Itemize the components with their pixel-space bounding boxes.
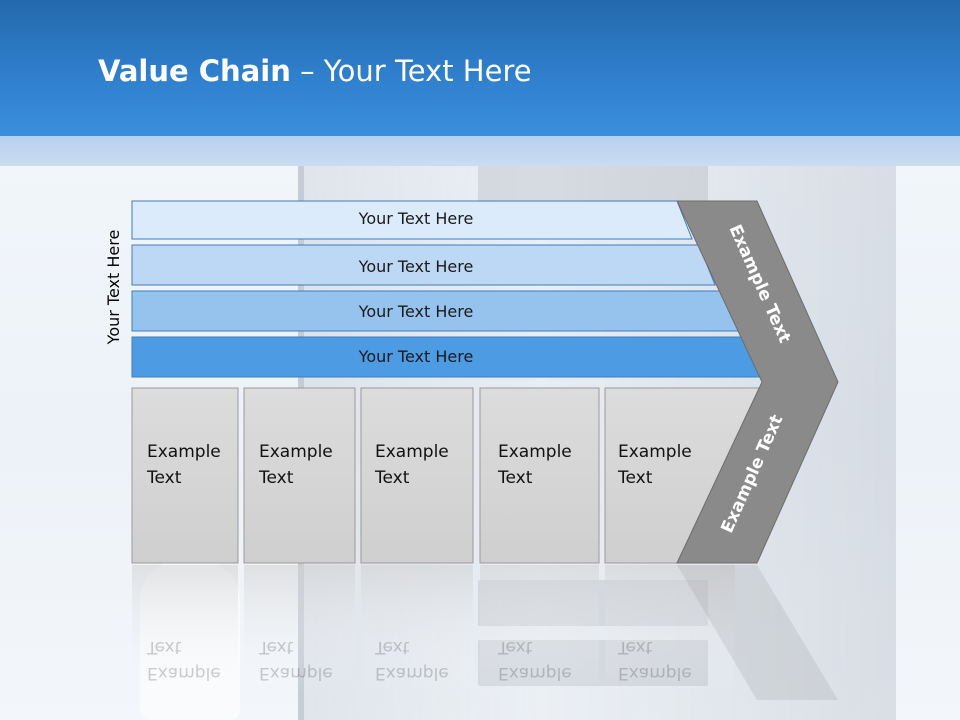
column-4-label-reflection: Example Text [498,637,572,683]
chevron-arrow [676,200,839,564]
column-1 [131,387,239,564]
column-1-label-reflection: Example Text [147,637,221,683]
column-3-label-reflection: Example Text [375,637,449,683]
column-4 [479,387,600,564]
columns-reflection [132,565,735,695]
column-2 [243,387,356,564]
bar-1 [131,200,693,240]
header-banner [0,0,960,136]
bar-2-label: Your Text Here [358,257,474,276]
column-2-label: Example Text [259,442,333,488]
slide-title: Value Chain – Your Text Here [98,54,532,94]
column-3-label: Example Text [375,442,449,488]
column-4-label: Example Text [498,442,572,488]
rack-unit-image [478,160,708,206]
slide-title-rest: – Your Text Here [290,54,532,88]
side-label: Your Text Here [104,229,123,345]
column-2-label-reflection: Example Text [259,637,333,683]
header-strip [0,136,960,166]
bar-3-label: Your Text Here [358,302,474,321]
bar-1-label: Your Text Here [358,209,474,228]
slide-title-bold: Value Chain [98,54,291,88]
bar-2 [131,244,716,286]
column-5-label: Example Text [618,442,692,488]
chevron-reflection [677,565,838,700]
column-5-label-reflection: Example Text [618,637,692,683]
bar-4-label: Your Text Here [358,347,474,366]
column-1-label: Example Text [147,442,221,488]
column-3 [360,387,474,564]
